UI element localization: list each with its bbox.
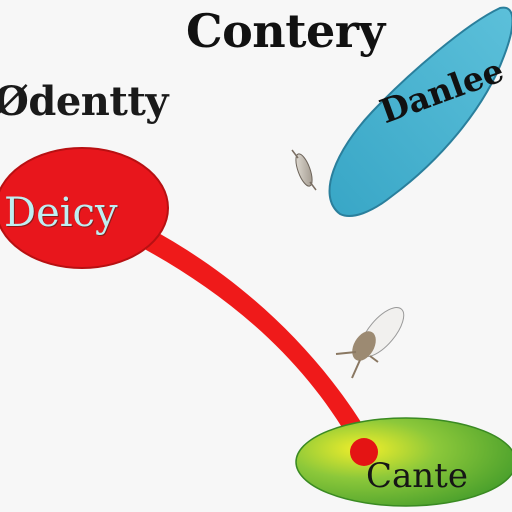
green-node [295,417,512,507]
insect-icon-large [335,307,405,379]
red-node-label: Deicy [4,190,118,236]
green-node-label: Cante [366,456,468,496]
connector-line [120,222,372,444]
connector-dot [350,438,378,466]
red-node [0,147,169,269]
insect-icon-small [291,149,317,191]
title-contery: Contery [186,4,385,58]
title-odentty: Ødentty [0,78,169,125]
blue-node [328,6,512,217]
